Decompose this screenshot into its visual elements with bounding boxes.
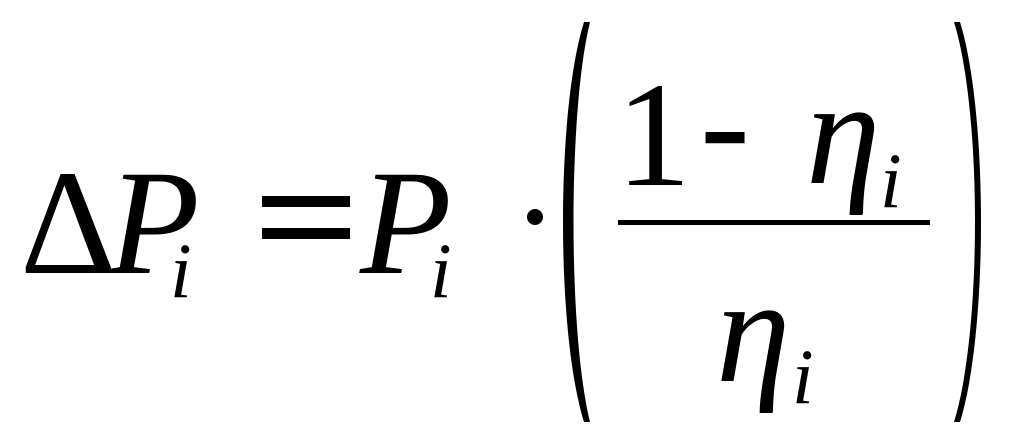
- rhs-subscript-i: i: [430, 227, 452, 314]
- numerator-eta-variable: η: [806, 50, 881, 216]
- delta-symbol: Δ: [20, 140, 117, 306]
- equals-sign-bottom-bar: [262, 228, 350, 239]
- numerator-subscript-i: i: [880, 137, 902, 224]
- equals-sign-top-bar: [262, 196, 350, 207]
- numerator-minus-sign: -: [700, 40, 750, 206]
- lhs-power-variable: P: [108, 140, 200, 306]
- multiplication-dot: [527, 209, 543, 225]
- denominator-subscript-i: i: [792, 333, 814, 420]
- right-parenthesis: [940, 22, 1000, 422]
- lhs-subscript-i: i: [170, 227, 192, 314]
- fraction-bar: [618, 220, 930, 225]
- denominator-eta-variable: η: [716, 248, 791, 414]
- numerator-one: 1: [616, 52, 691, 218]
- rhs-power-variable: P: [360, 140, 452, 306]
- left-parenthesis: [548, 22, 608, 422]
